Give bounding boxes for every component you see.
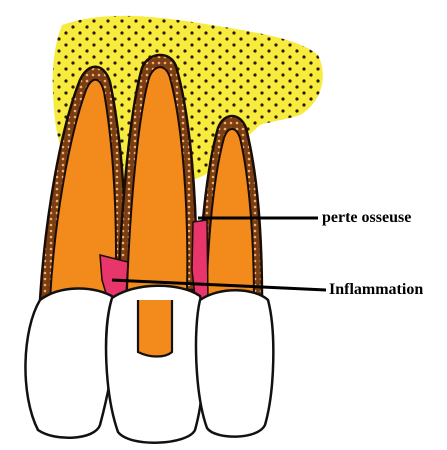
tooth-crowns [25, 286, 273, 443]
crown-left [25, 288, 116, 437]
crown-right [196, 290, 273, 436]
bone-loss-label: perte osseuse [322, 210, 411, 226]
inflammation-label: Inflammation [329, 282, 423, 298]
